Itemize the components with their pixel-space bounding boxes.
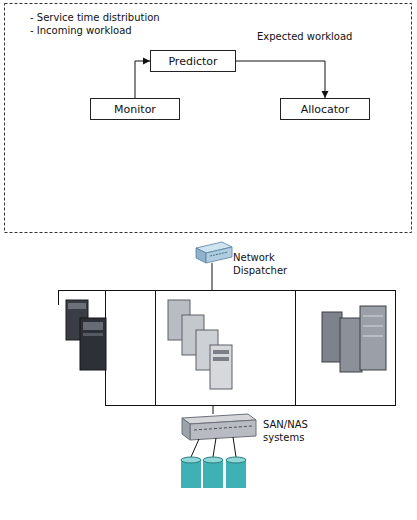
server-group-left (66, 300, 106, 370)
dashed-boundary (5, 4, 412, 233)
server-bay (213, 357, 229, 361)
annotation-text: Network Dispatcher (233, 251, 295, 277)
server-bay (68, 303, 86, 309)
disk-array (181, 457, 246, 488)
annotation-text: - Incoming workload (30, 24, 132, 37)
connector-line (135, 61, 150, 98)
rack-server (322, 312, 342, 362)
san-front (190, 420, 256, 440)
server-bay (83, 322, 103, 330)
box-label: Monitor (114, 103, 156, 116)
connector-line (236, 61, 325, 98)
disk-top (181, 457, 201, 463)
server-group-middle (168, 300, 232, 389)
san-ports (194, 426, 252, 430)
storage-link (213, 405, 214, 414)
rack-server (340, 318, 362, 372)
process-box: Allocator (280, 98, 370, 120)
disk-cylinder (181, 460, 201, 488)
tower-server (80, 318, 106, 370)
process-box: Monitor (90, 98, 180, 120)
rack-slot (363, 336, 383, 337)
bus-drop (295, 290, 296, 405)
rack-slot (363, 326, 383, 327)
arrow-head (143, 58, 150, 65)
dispatcher-link (212, 263, 213, 290)
bus-tick (58, 290, 59, 305)
server-bay (213, 350, 229, 354)
dispatcher-side (196, 248, 206, 263)
san-side (182, 418, 190, 440)
bus-drop (395, 290, 396, 405)
server-group-right (322, 306, 386, 372)
bus-drop (155, 290, 156, 405)
flow-connector (236, 61, 329, 98)
annotation-text: SAN/NAS systems (263, 418, 319, 444)
disk-link (233, 437, 236, 457)
disk-cylinder (203, 460, 223, 488)
lower-bus (105, 405, 396, 406)
disk-link (191, 439, 199, 457)
box-label: Predictor (168, 55, 217, 68)
annotation-text: - Service time distribution (30, 11, 160, 24)
dispatcher-ports (210, 252, 228, 256)
disk-top (226, 457, 246, 463)
annotation-text: Expected workload (257, 30, 352, 43)
dispatcher-icon (196, 242, 232, 263)
upper-bus (58, 290, 396, 291)
process-box: Predictor (150, 50, 236, 72)
network-wires (58, 263, 396, 414)
box-label: Allocator (301, 103, 350, 116)
server-bay (83, 333, 103, 336)
rack-slot (363, 316, 383, 317)
flow-connector (135, 58, 150, 99)
san-device (182, 414, 256, 440)
tower-server (210, 345, 232, 389)
storage-wires (191, 437, 236, 457)
arrow-head (322, 91, 329, 98)
disk-top (203, 457, 223, 463)
disk-cylinder (226, 460, 246, 488)
rack-server (360, 306, 386, 370)
disk-link (213, 438, 216, 457)
dispatcher-front (206, 247, 232, 263)
